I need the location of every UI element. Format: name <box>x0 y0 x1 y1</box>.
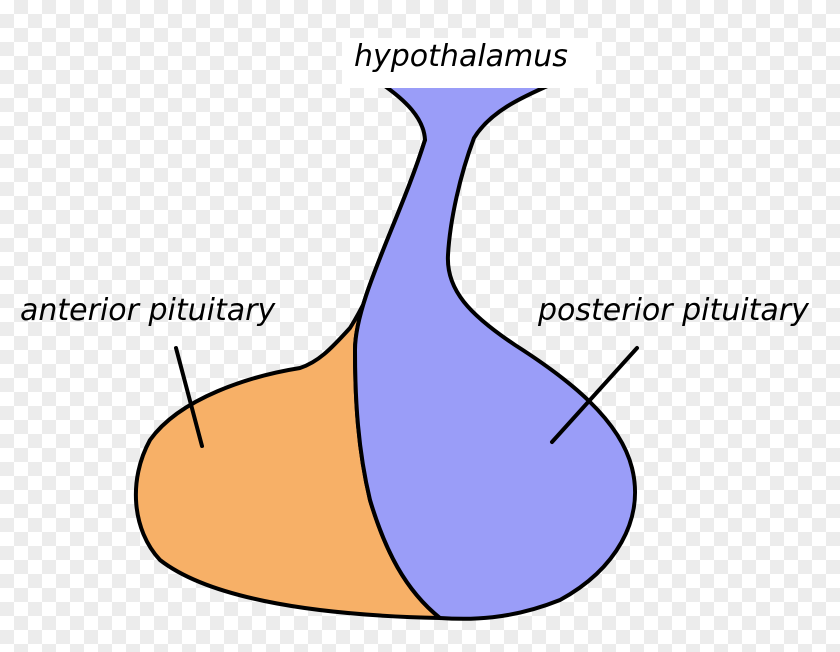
stalk-outline <box>380 82 427 142</box>
posterior-pituitary-label: posterior pituitary <box>538 293 809 328</box>
posterior-pituitary-lobe <box>355 84 636 619</box>
hypothalamus-label: hypothalamus <box>342 38 596 88</box>
lobe-divider <box>352 138 442 620</box>
posterior-outline <box>438 82 637 621</box>
anterior-pituitary-label: anterior pituitary <box>20 293 276 328</box>
posterior-leader-line <box>550 346 639 444</box>
anterior-leader-line <box>174 346 204 448</box>
